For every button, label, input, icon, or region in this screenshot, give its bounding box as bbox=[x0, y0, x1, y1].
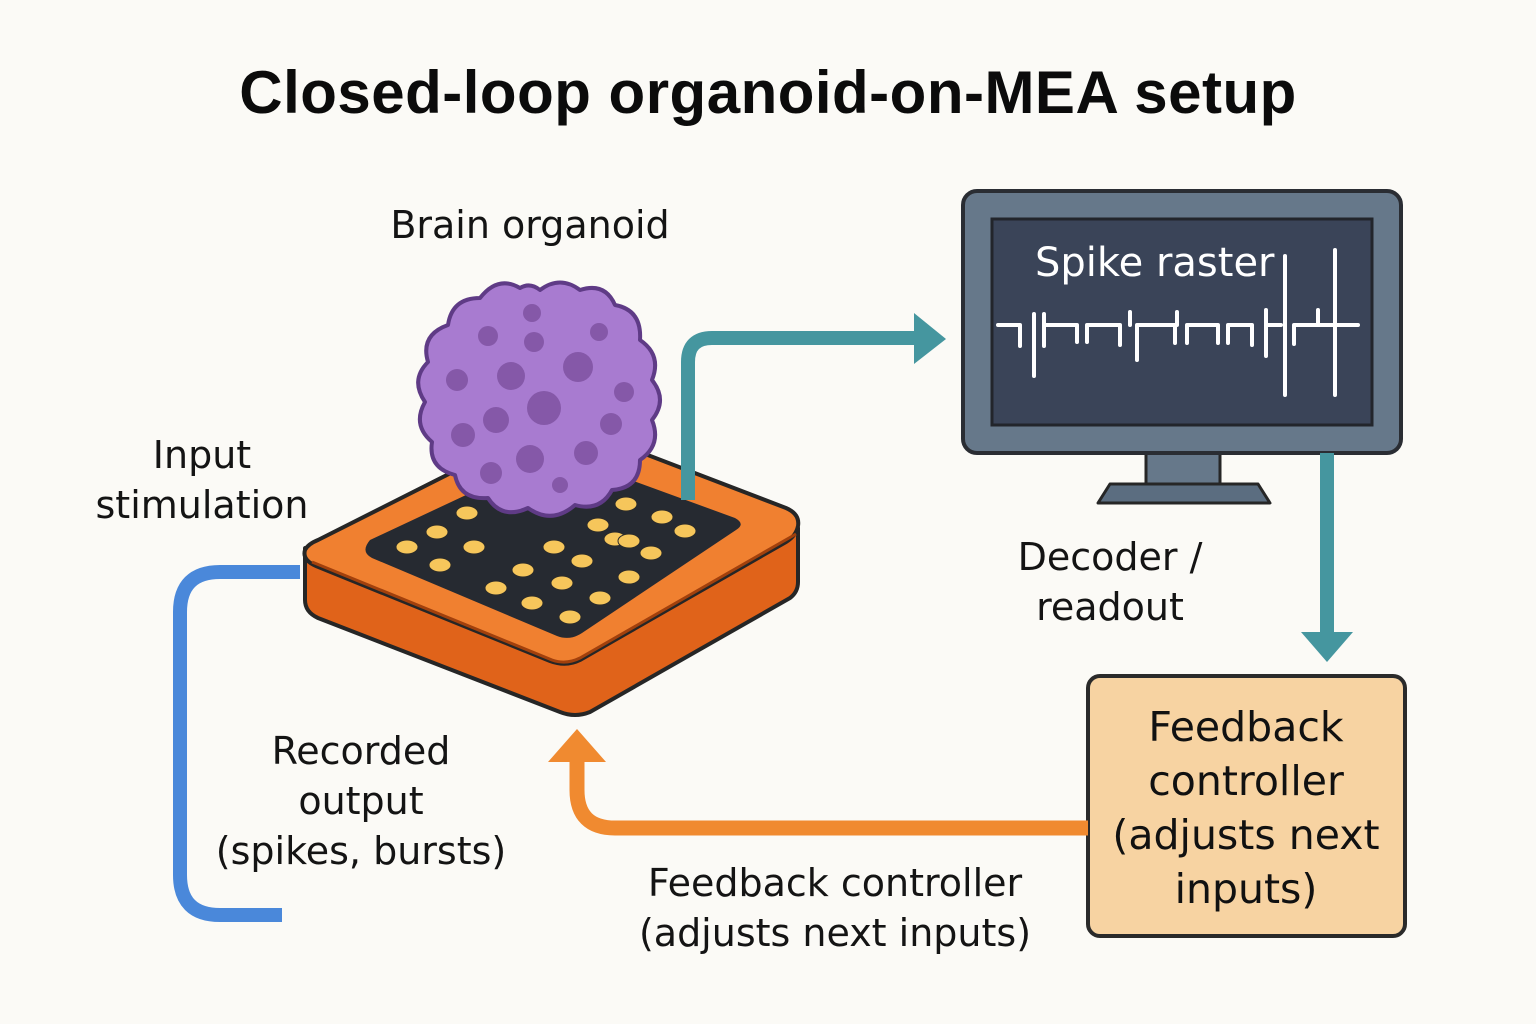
feedback-controller-text: Feedback controller (adjusts next inputs… bbox=[1090, 700, 1402, 916]
electrode bbox=[617, 533, 641, 549]
readout-arrow-head bbox=[914, 313, 946, 364]
brain-organoid bbox=[416, 280, 662, 518]
readout-arrow-line bbox=[681, 331, 920, 500]
feedback-arrow-line2: (adjusts next inputs) bbox=[638, 911, 1032, 955]
decoder-readout-label: Decoder / readout bbox=[1000, 532, 1220, 632]
feedback-arrow-line bbox=[569, 760, 1088, 836]
electrode bbox=[550, 575, 574, 591]
electrode bbox=[673, 523, 697, 539]
feedback-arrow-line1: Feedback controller bbox=[647, 861, 1023, 905]
electrode bbox=[558, 609, 582, 625]
electrode bbox=[520, 595, 544, 611]
recorded-output-line2: output bbox=[298, 779, 424, 823]
electrode bbox=[617, 569, 641, 585]
monitor-stand-neck bbox=[1144, 450, 1222, 488]
decoder-arrow-head bbox=[1301, 632, 1353, 662]
recorded-output-line1: Recorded bbox=[271, 729, 451, 773]
electrode-array bbox=[395, 496, 697, 625]
monitor-screen bbox=[990, 217, 1374, 427]
controller-line3: (adjusts next bbox=[1112, 811, 1380, 859]
input-stimulation-line1: Input bbox=[152, 433, 252, 477]
feedback-arrow-label: Feedback controller (adjusts next inputs… bbox=[630, 858, 1040, 958]
controller-line1: Feedback bbox=[1148, 703, 1344, 751]
organoid-spots bbox=[446, 304, 634, 493]
electrode bbox=[428, 557, 452, 573]
electrode bbox=[484, 580, 508, 596]
monitor bbox=[961, 189, 1403, 505]
recorded-output-label: Recorded output (spikes, bursts) bbox=[206, 726, 516, 876]
electrode bbox=[462, 539, 486, 555]
mea-base-side bbox=[303, 526, 800, 717]
electrode bbox=[455, 505, 479, 521]
spike-raster-trace bbox=[996, 248, 1360, 397]
brain-organoid-label: Brain organoid bbox=[390, 203, 670, 247]
electrode bbox=[639, 545, 663, 561]
decoder-line2: readout bbox=[1036, 585, 1184, 629]
electrode bbox=[650, 509, 674, 525]
electrode bbox=[542, 539, 566, 555]
electrode bbox=[511, 562, 535, 578]
monitor-stand-base bbox=[1096, 482, 1272, 505]
diagram-title: Closed-loop organoid-on-MEA setup bbox=[239, 59, 1297, 126]
feedback-controller-box bbox=[1086, 674, 1407, 938]
electrode bbox=[395, 539, 419, 555]
electrode bbox=[570, 553, 594, 569]
input-stimulation-label: Input stimulation bbox=[82, 430, 322, 530]
spike-raster-title: Spike raster bbox=[1035, 240, 1275, 286]
recorded-output-line bbox=[173, 565, 300, 922]
controller-line2: controller bbox=[1148, 757, 1344, 805]
controller-line4: inputs) bbox=[1174, 865, 1318, 913]
electrode bbox=[425, 524, 449, 540]
electrode bbox=[588, 590, 612, 606]
feedback-arrow-head bbox=[548, 729, 606, 762]
electrode bbox=[586, 517, 610, 533]
electrode bbox=[614, 496, 638, 512]
decoder-line1: Decoder / bbox=[1017, 535, 1203, 579]
mea-device bbox=[302, 421, 801, 717]
recorded-output-line3: (spikes, bursts) bbox=[215, 829, 507, 873]
input-stimulation-line2: stimulation bbox=[95, 483, 309, 527]
